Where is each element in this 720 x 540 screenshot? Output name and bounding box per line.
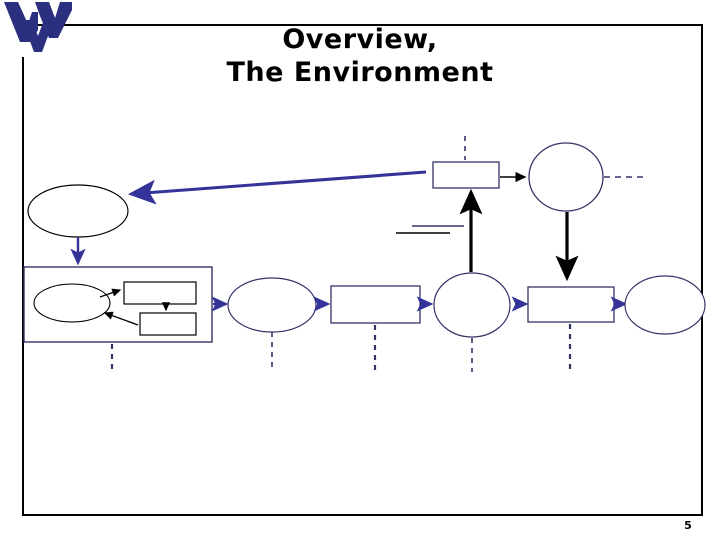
wvu-flying-wv-logo: [4, 2, 72, 52]
node-rect-top[interactable]: [432, 161, 500, 189]
edge-rect-bottom-to-ellipse-in-group: [103, 311, 139, 326]
title-line-1: Overview,: [282, 24, 438, 55]
node-circle-mid[interactable]: [433, 272, 511, 338]
slide-border-right: [701, 24, 703, 516]
slide-border-left: [22, 57, 24, 516]
node-ellipse-right[interactable]: [624, 275, 706, 335]
node-circle-top-right[interactable]: [528, 142, 604, 212]
edge-rect-top-to-ellipse-left: [127, 170, 427, 205]
node-ellipse-in-group[interactable]: [33, 283, 111, 323]
node-rect-mid[interactable]: [330, 285, 421, 324]
slide-border-top: [22, 24, 703, 26]
edge-ellipse-in-group-to-rect-top: [99, 288, 122, 298]
title-line-2: The Environment: [226, 56, 494, 88]
page-title: Overview, The Environment: [120, 24, 600, 90]
node-ellipse-mid-1[interactable]: [227, 277, 317, 333]
node-rect-in-group-top[interactable]: [123, 281, 197, 305]
node-rect-mid-right[interactable]: [527, 286, 615, 323]
node-ellipse-left[interactable]: [27, 184, 129, 238]
slide-border-bottom: [22, 514, 703, 516]
page-number: 5: [684, 519, 692, 532]
node-rect-in-group-bottom[interactable]: [139, 312, 197, 336]
